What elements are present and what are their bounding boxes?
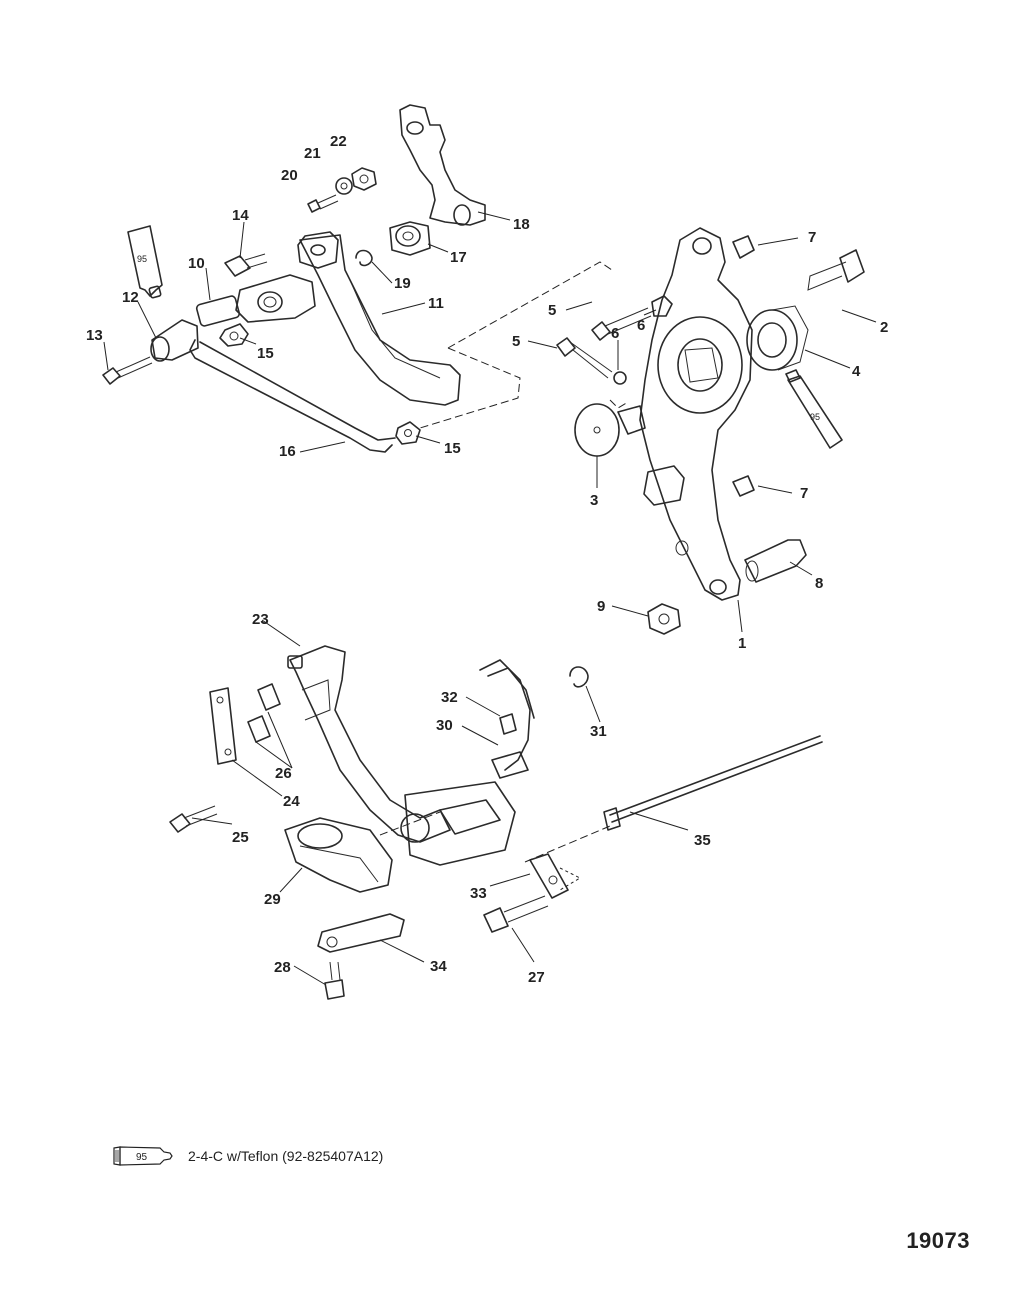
sealant-tube-label: 95 [137, 254, 147, 264]
callout-26: 26 [275, 765, 292, 782]
callout-9: 9 [597, 598, 605, 615]
callout-8: 8 [815, 575, 823, 592]
callout-33: 33 [470, 885, 487, 902]
callout-32: 32 [441, 689, 458, 706]
sealant-description: 2-4-C w/Teflon (92-825407A12) [188, 1148, 384, 1164]
callout-7-upper: 7 [808, 229, 816, 246]
callout-6-lower: 6 [611, 325, 619, 342]
callout-19: 19 [394, 275, 411, 292]
callout-12: 12 [122, 289, 139, 306]
callout-1: 1 [738, 635, 746, 652]
callout-30: 30 [436, 717, 453, 734]
sealant-code-label: 95 [136, 1152, 148, 1163]
callout-16: 16 [279, 443, 296, 460]
callout-15-upper: 15 [257, 345, 274, 362]
sealant-legend: 95 2-4-C w/Teflon (92-825407A12) [112, 1145, 383, 1167]
sealant-tube-icon: 95 [113, 1146, 173, 1166]
callout-4: 4 [852, 363, 861, 380]
callout-25: 25 [232, 829, 249, 846]
callout-5-lower: 5 [512, 333, 520, 350]
callout-34: 34 [430, 958, 447, 975]
shift-arm-assembly: 95 [556, 227, 865, 635]
callout-6-upper: 6 [637, 317, 645, 334]
leader-lines [103, 211, 877, 986]
callout-18: 18 [513, 216, 530, 233]
callout-24: 24 [283, 793, 300, 810]
callout-22: 22 [330, 133, 347, 150]
assembly-guide-lines [419, 261, 629, 429]
callout-20: 20 [281, 167, 298, 184]
callout-28: 28 [274, 959, 291, 976]
callout-31: 31 [590, 723, 607, 740]
callout-13: 13 [86, 327, 103, 344]
callout-14: 14 [232, 207, 249, 224]
callout-11: 11 [428, 295, 444, 312]
callout-3: 3 [590, 492, 598, 509]
sealant-tube-label-right: 95 [810, 412, 820, 422]
callout-21: 21 [304, 145, 321, 162]
callout-15-lower: 15 [444, 440, 461, 457]
callout-5-upper: 5 [548, 302, 556, 319]
figure-number: 19073 [906, 1228, 970, 1253]
upper-link-assembly [307, 104, 486, 267]
lower-linkage-assembly [169, 645, 823, 1000]
callout-23: 23 [252, 611, 269, 628]
callout-10: 10 [188, 255, 205, 272]
callout-7-lower: 7 [800, 485, 808, 502]
callout-labels: 1 2 3 4 5 5 6 6 7 7 8 9 10 11 12 13 14 1… [86, 133, 888, 986]
callout-27: 27 [528, 969, 545, 986]
shift-lever-assembly: 95 [102, 225, 461, 453]
callout-29: 29 [264, 891, 281, 908]
callout-35: 35 [694, 832, 711, 849]
callout-17: 17 [450, 249, 467, 266]
callout-2: 2 [880, 319, 888, 336]
